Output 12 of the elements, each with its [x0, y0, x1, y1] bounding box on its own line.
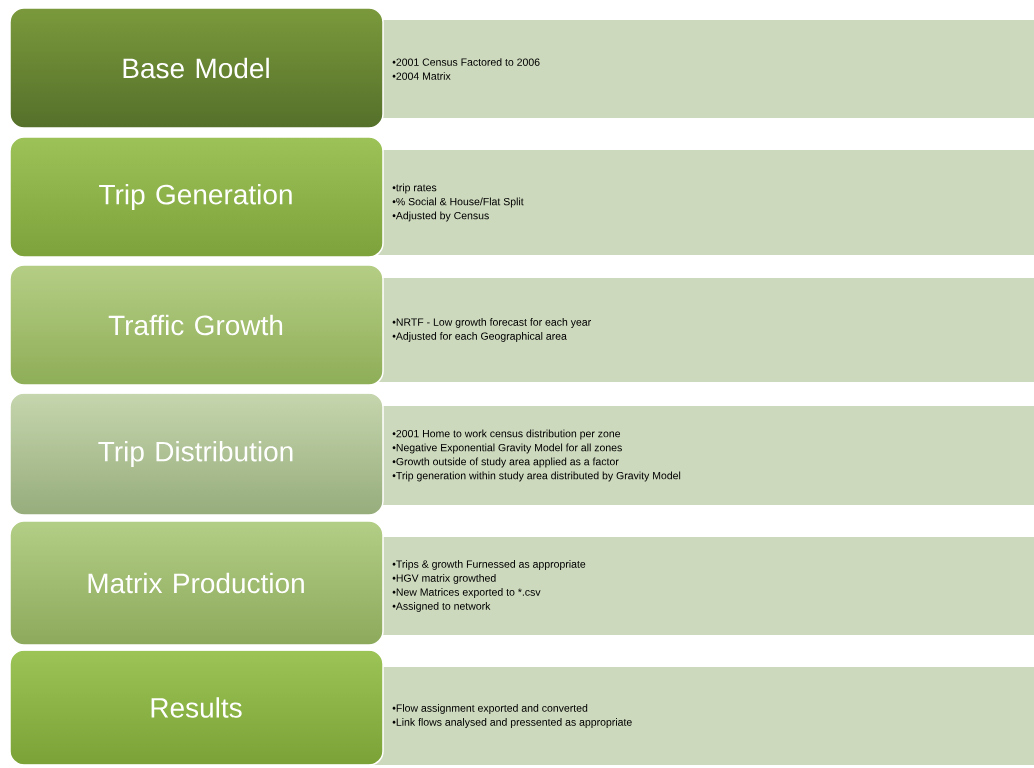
step-box: Matrix Production [9, 520, 384, 646]
bullet-panel: •2001 Home to work census distribution per zone •Negative Exponential Gravity Model for all zones •Growth outside of study area applied as a factor •Trip generation within study area distributed by Gravity Model [372, 406, 1034, 505]
step-box: Trip Distribution [9, 392, 384, 516]
bullet-panel: •trip rates •% Social & House/Flat Split •Adjusted by Census [372, 150, 1034, 255]
step-box: Traffic Growth [9, 264, 384, 386]
step-box: Trip Generation [9, 136, 384, 258]
step-box: Results [9, 649, 384, 766]
step-box: Base Model [9, 7, 384, 129]
bullet-panel: •NRTF - Low growth forecast for each year •Adjusted for each Geographical area [372, 278, 1034, 382]
bullet-panel: •2001 Census Factored to 2006 •2004 Matrix [372, 20, 1034, 118]
bullet-panel: •Trips & growth Furnessed as appropriate •HGV matrix growthed •New Matrices exported to *.csv •Assigned to network [372, 537, 1034, 635]
bullet-panel: •Flow assignment exported and converted •Link flows analysed and pressented as appropriate [372, 667, 1034, 765]
